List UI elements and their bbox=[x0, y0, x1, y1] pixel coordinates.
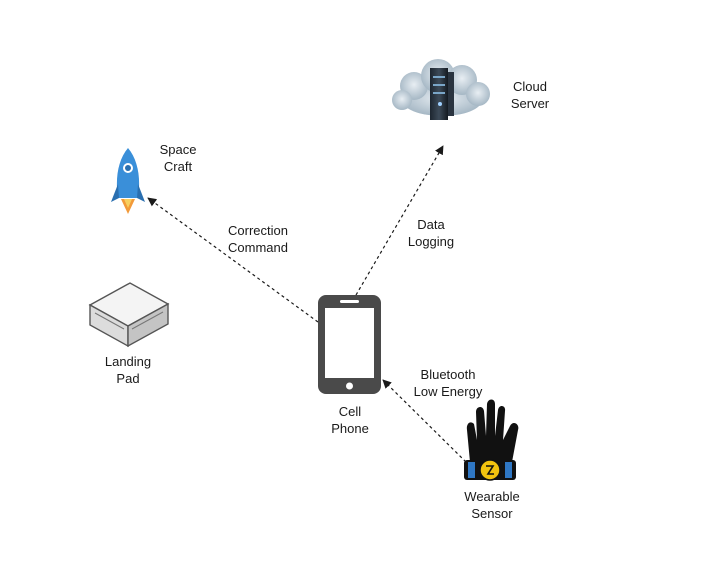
edge-data-logging bbox=[355, 145, 444, 296]
correction-command-label: Correction Command bbox=[218, 222, 298, 256]
cloud-server-icon bbox=[392, 59, 490, 120]
space-craft-label-line1: Space bbox=[159, 142, 197, 157]
rocket-icon bbox=[111, 148, 145, 214]
wearable-sensor-label-line1: Wearable bbox=[464, 489, 520, 504]
box-icon bbox=[88, 282, 170, 348]
cloud-server-label: Cloud Server bbox=[498, 78, 562, 112]
landing-pad-label: Landing Pad bbox=[96, 353, 160, 387]
landing-pad-label-line1: Landing bbox=[104, 354, 152, 369]
correction-command-label-line2: Command bbox=[228, 240, 288, 255]
data-logging-label-line2: Logging bbox=[407, 234, 455, 249]
wearable-sensor-label-line2: Sensor bbox=[471, 506, 513, 521]
glove-sensor-icon bbox=[464, 399, 519, 481]
bluetooth-label: Bluetooth Low Energy bbox=[402, 366, 494, 400]
bluetooth-label-line1: Bluetooth bbox=[420, 367, 476, 382]
data-logging-label-line1: Data bbox=[417, 217, 445, 232]
cloud-server-label-line1: Cloud bbox=[513, 79, 547, 94]
edge-correction-command bbox=[147, 197, 319, 323]
data-logging-label: Data Logging bbox=[396, 216, 466, 250]
smartphone-icon bbox=[318, 295, 381, 394]
cell-phone-label-line2: Phone bbox=[331, 421, 369, 436]
cloud-server-label-line2: Server bbox=[510, 96, 550, 111]
bluetooth-label-line2: Low Energy bbox=[413, 384, 483, 399]
space-craft-label: Space Craft bbox=[146, 141, 210, 175]
edge-bluetooth bbox=[382, 379, 467, 463]
correction-command-label-line1: Correction bbox=[228, 223, 288, 238]
space-craft-label-line2: Craft bbox=[163, 159, 193, 174]
landing-pad-label-line2: Pad bbox=[116, 371, 140, 386]
cell-phone-label-line1: Cell bbox=[338, 404, 362, 419]
cell-phone-label: Cell Phone bbox=[318, 403, 382, 437]
wearable-sensor-label: Wearable Sensor bbox=[452, 488, 532, 522]
